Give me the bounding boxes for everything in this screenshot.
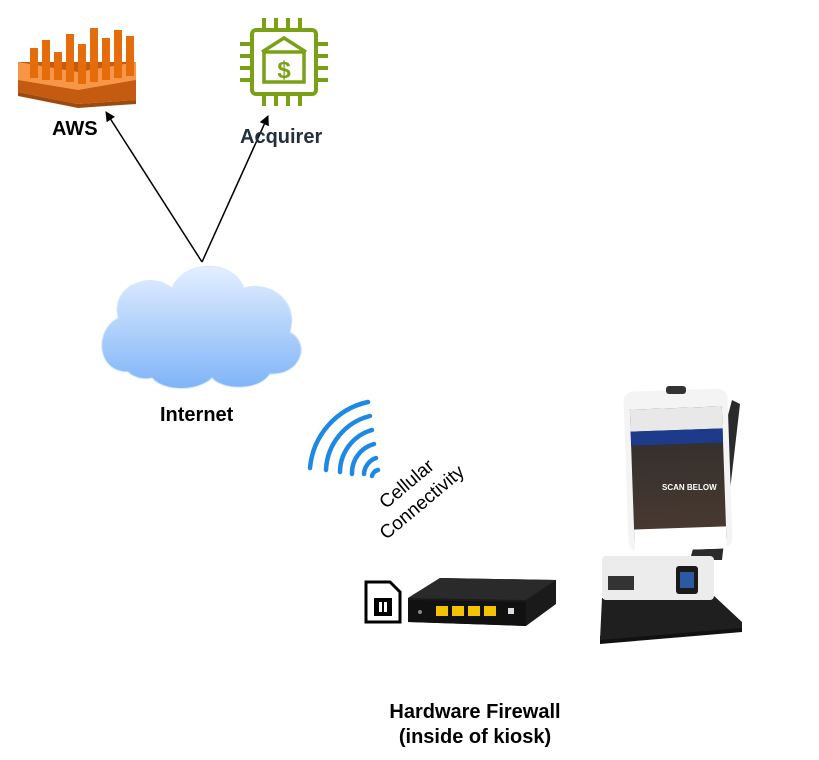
internet-label: Internet (160, 404, 234, 426)
svg-text:$: $ (277, 57, 291, 84)
kiosk-icon: SCAN BELOW (600, 386, 742, 644)
wifi-signal-icon (307, 399, 381, 479)
router-icon (408, 578, 556, 626)
cloud-icon (101, 265, 302, 389)
acquirer-label: Acquirer (240, 126, 323, 148)
edge-internet-acquirer (201, 115, 269, 263)
sim-card-icon (364, 580, 402, 624)
aws-label: AWS (52, 118, 98, 140)
aws-bars-icon (18, 28, 136, 108)
firewall-label: Hardware Firewall (inside of kiosk) (340, 700, 610, 750)
firewall-label-line2: (inside of kiosk) (398, 726, 552, 748)
firewall-label-line1: Hardware Firewall (389, 701, 561, 723)
edge-internet-aws (105, 111, 203, 263)
bank-chip-icon: $ (240, 18, 328, 106)
kiosk-screen-text: SCAN BELOW (662, 483, 717, 492)
